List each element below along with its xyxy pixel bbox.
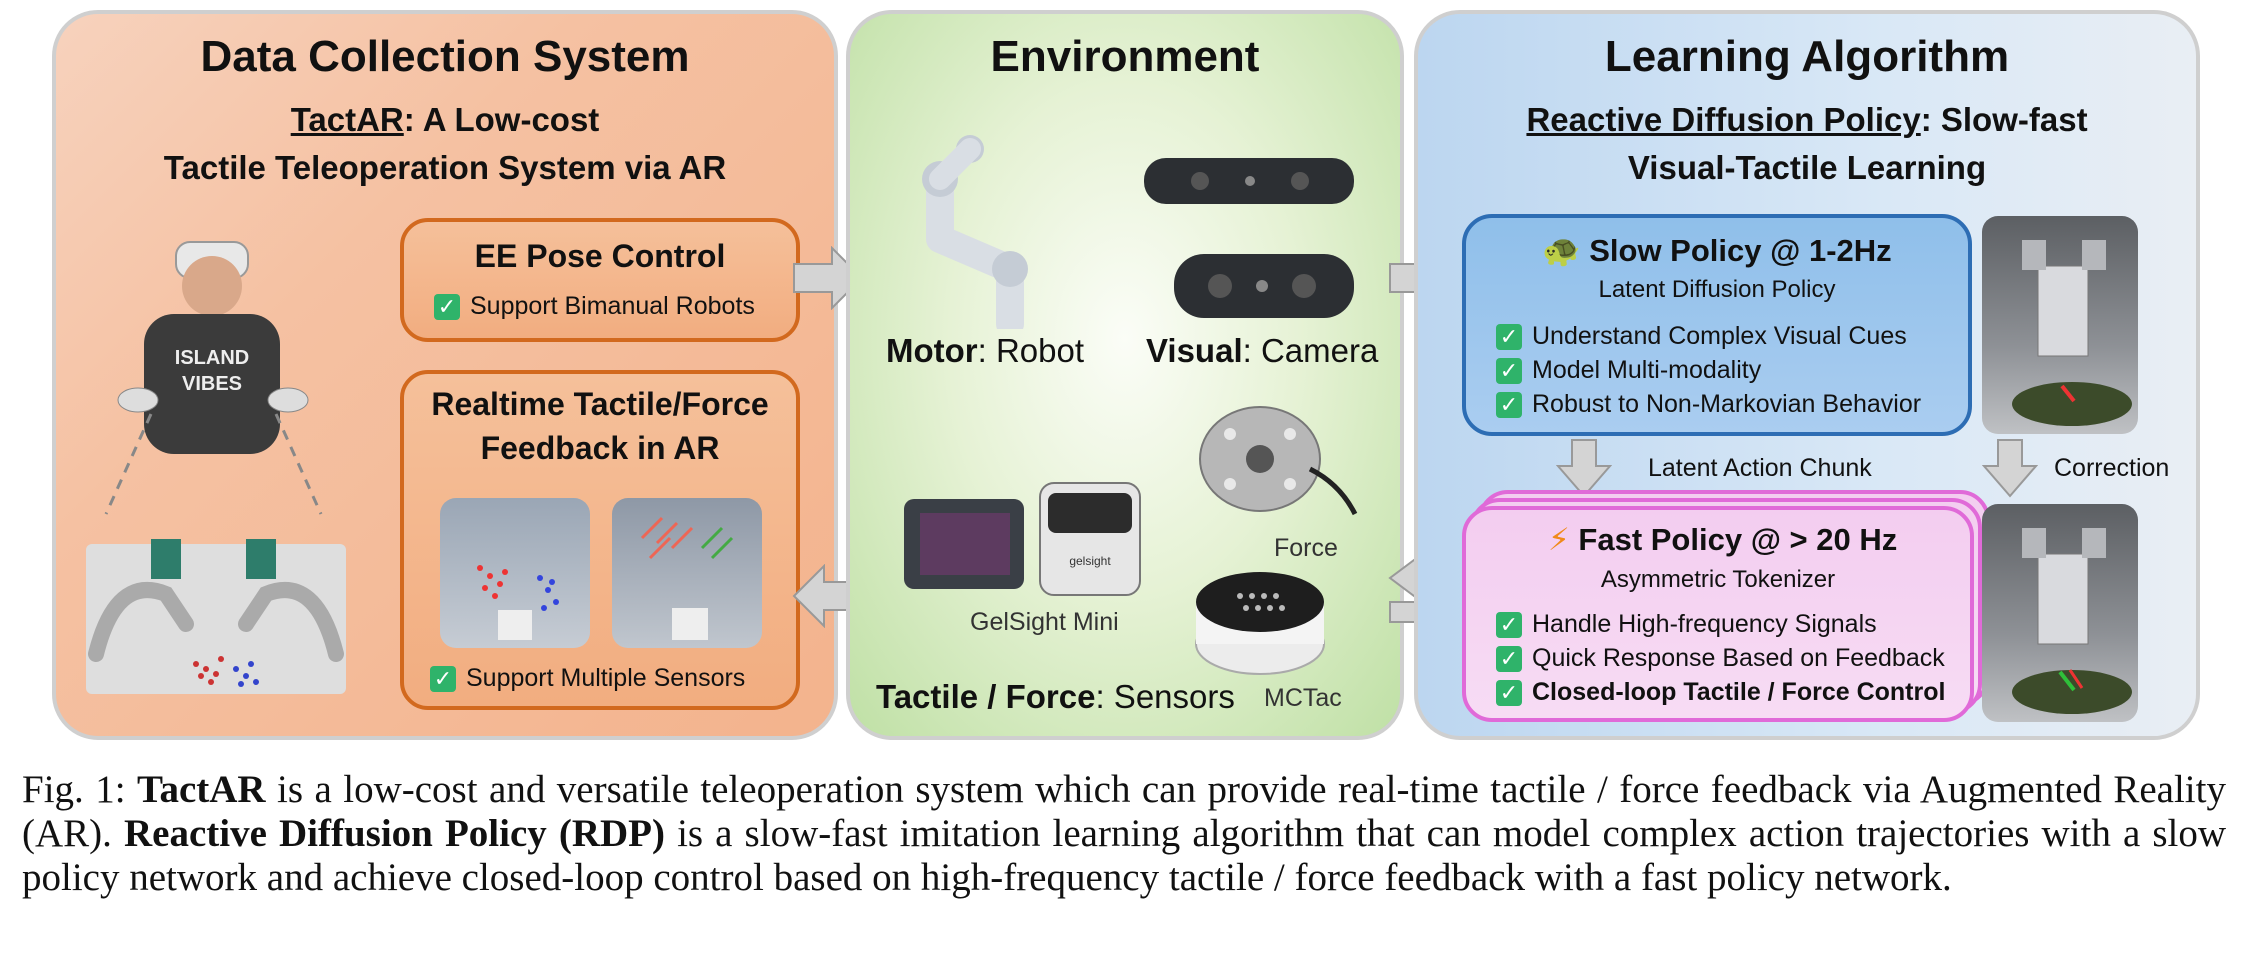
correction-photo-before: [1982, 216, 2138, 434]
caption-bold-rdp: Reactive Diffusion Policy (RDP): [124, 812, 665, 855]
slow-policy-title: 🐢 Slow Policy @ 1-2Hz: [1542, 232, 1892, 269]
correction-photo-after: [1982, 504, 2138, 722]
camera-illustration: [1144, 158, 1354, 318]
slow-policy-box: 🐢 Slow Policy @ 1-2Hz Latent Diffusion P…: [1462, 214, 1972, 436]
learning-panel: Learning Algorithm Reactive Diffusion Po…: [1414, 10, 2200, 740]
realtime-feedback-box: Realtime Tactile/Force Feedback in AR ✓ S…: [400, 370, 800, 710]
learning-subtitle: Reactive Diffusion Policy: Slow-fast: [1418, 96, 2196, 144]
camera-label-bold: Visual: [1146, 332, 1243, 369]
feedback-title-line2: Feedback in AR: [480, 430, 720, 466]
data-collection-panel: Data Collection System TactAR: A Low-cos…: [52, 10, 838, 740]
turtle-icon: 🐢: [1542, 233, 1581, 268]
check-icon: ✓: [434, 294, 460, 321]
rdp-name: Reactive Diffusion Policy: [1526, 101, 1921, 138]
check-icon: ✓: [1496, 324, 1522, 351]
operator-illustration: ISLAND VIBES: [86, 241, 346, 694]
correction-label: Correction: [2054, 454, 2170, 482]
fast-item-label: Closed-loop Tactile / Force Control: [1532, 678, 1946, 706]
check-icon: ✓: [1496, 612, 1522, 639]
robot-arm-illustration: [922, 135, 1028, 329]
lightning-icon: ⚡: [1548, 522, 1570, 557]
check-icon: ✓: [430, 666, 456, 693]
fast-policy-subtitle: Asymmetric Tokenizer: [1600, 566, 1836, 593]
ee-pose-item-label: Support Bimanual Robots: [470, 292, 755, 320]
robot-label-rest: : Robot: [977, 332, 1085, 369]
fast-item: ✓ Quick Response Based on Feedback: [1496, 644, 1945, 673]
feedback-title-line1: Realtime Tactile/Force: [431, 386, 769, 422]
slow-item: ✓ Understand Complex Visual Cues: [1496, 322, 1907, 351]
sensors-label-bold: Tactile / Force: [876, 678, 1096, 715]
slow-policy-title-text: Slow Policy @ 1-2Hz: [1589, 233, 1892, 268]
arrow-down-icon: [1982, 439, 2038, 498]
caption-bold-tactar: TactAR: [137, 768, 266, 811]
data-collection-title: Data Collection System: [200, 32, 690, 81]
force-label: Force: [1274, 534, 1338, 562]
robot-label-bold: Motor: [886, 332, 978, 369]
slow-item-label: Robust to Non-Markovian Behavior: [1532, 390, 1922, 418]
fast-policy-title: ⚡ Fast Policy @ > 20 Hz: [1548, 522, 1897, 558]
svg-text:gelsight: gelsight: [1069, 554, 1111, 568]
camera-label: Visual: Camera: [1146, 332, 1378, 370]
learning-subtitle-rest: : Slow-fast: [1920, 101, 2088, 138]
caption-text-1: is a low-cost and versatile teleoperatio…: [22, 768, 2226, 855]
check-icon: ✓: [1496, 392, 1522, 419]
check-icon: ✓: [1496, 680, 1522, 707]
fast-policy-box: ⚡ Fast Policy @ > 20 Hz Asymmetric Token…: [1462, 506, 1974, 722]
caption-text-2: is a slow-fast imitation learning algori…: [22, 812, 2227, 899]
data-collection-subtitle-line2: Tactile Teleoperation System via AR: [163, 149, 727, 186]
check-icon: ✓: [1496, 646, 1522, 673]
gelsight-illustration: gelsight: [904, 482, 1141, 596]
environment-title: Environment: [990, 32, 1260, 81]
mctac-label: MCTac: [1264, 684, 1342, 712]
fast-policy-title-text: Fast Policy @ > 20 Hz: [1578, 522, 1898, 557]
slow-policy-subtitle: Latent Diffusion Policy: [1598, 276, 1836, 303]
hoodie-text: ISLAND: [175, 347, 249, 369]
slow-item: ✓ Model Multi-modality: [1496, 356, 1761, 385]
fast-item: ✓ Closed-loop Tactile / Force Control: [1496, 678, 1945, 707]
ar-feedback-photo-1: [440, 498, 590, 648]
fast-item-label: Handle High-frequency Signals: [1532, 610, 1877, 638]
learning-title: Learning Algorithm: [1604, 32, 2010, 81]
subtitle-rest: : A Low-cost: [403, 101, 600, 138]
feedback-item-label: Support Multiple Sensors: [466, 664, 746, 692]
slow-item-label: Model Multi-modality: [1532, 356, 1762, 384]
camera-label-rest: : Camera: [1242, 332, 1379, 369]
tactar-name: TactAR: [290, 101, 404, 138]
ee-pose-control-box: EE Pose Control ✓ Support Bimanual Robots: [400, 218, 800, 342]
mctac-illustration: [1195, 572, 1325, 675]
environment-panel: Environment Motor: Robot Visual: Camera …: [846, 10, 1404, 740]
fast-item-label: Quick Response Based on Feedback: [1532, 644, 1945, 672]
gelsight-label: GelSight Mini: [970, 608, 1119, 636]
robot-label: Motor: Robot: [886, 332, 1084, 370]
check-icon: ✓: [1496, 358, 1522, 385]
slow-item: ✓ Robust to Non-Markovian Behavior: [1496, 390, 1921, 419]
force-sensor-illustration: [1199, 406, 1358, 516]
figure-caption: Fig. 1: TactAR is a low-cost and versati…: [22, 768, 2226, 900]
data-collection-subtitle: TactAR: A Low-cost: [56, 96, 834, 144]
arrow-down-icon: [1556, 439, 1612, 498]
latent-action-chunk-label: Latent Action Chunk: [1648, 454, 1872, 482]
feedback-item: ✓ Support Multiple Sensors: [430, 664, 745, 693]
ee-pose-title: EE Pose Control: [474, 238, 726, 274]
sensors-label: Tactile / Force: Sensors: [876, 678, 1235, 716]
sensors-label-rest: : Sensors: [1095, 678, 1235, 715]
svg-text:VIBES: VIBES: [182, 373, 242, 395]
fast-item: ✓ Handle High-frequency Signals: [1496, 610, 1877, 639]
slow-item-label: Understand Complex Visual Cues: [1532, 322, 1907, 350]
ar-feedback-photo-2: [612, 498, 762, 648]
ee-pose-item: ✓ Support Bimanual Robots: [434, 292, 755, 321]
learning-subtitle-line2: Visual-Tactile Learning: [1627, 149, 1987, 186]
caption-prefix: Fig. 1:: [22, 768, 138, 811]
